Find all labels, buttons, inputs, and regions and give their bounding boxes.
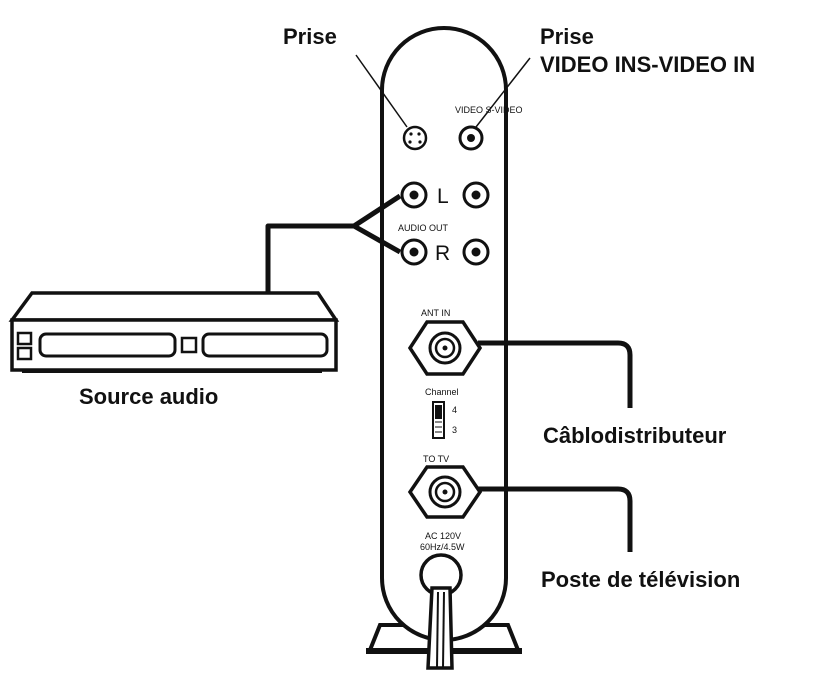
leader-lines — [355, 54, 531, 128]
cables — [265, 193, 633, 552]
label-television: Poste de télévision — [541, 567, 740, 592]
channel-3-label: 3 — [452, 425, 457, 435]
audio-left-jacks — [400, 181, 490, 209]
label-prise-right: Prise — [540, 24, 594, 49]
audio-right-letter: R — [435, 242, 450, 265]
audio-out-label: AUDIO OUT — [398, 223, 449, 233]
component-top — [8, 291, 340, 322]
disc-tray-left — [38, 332, 177, 358]
audio-cable-left — [352, 193, 402, 229]
power-label-line2: 60Hz/4.5W — [420, 542, 465, 552]
s-video-jack — [402, 125, 428, 151]
center-button — [180, 336, 198, 354]
audio-source-component — [8, 291, 340, 373]
label-video-in: VIDEO INS-VIDEO IN — [540, 52, 755, 77]
label-audio-source: Source audio — [79, 384, 218, 409]
channel-switch — [432, 401, 445, 439]
disc-tray-right — [201, 332, 329, 358]
audio-right-jacks — [400, 238, 490, 266]
power-label-line1: AC 120V — [425, 531, 461, 541]
label-prise-left: Prise — [283, 24, 337, 49]
tv-cable — [478, 486, 633, 552]
channel-4-label: 4 — [452, 405, 457, 415]
transmitter-unit: VIDEO S-VIDEO L AUDIO OUT R ANT IN Chann… — [366, 26, 523, 670]
to-tv-label: TO TV — [423, 454, 449, 464]
audio-cable-right — [352, 223, 402, 255]
antenna-cable — [478, 340, 633, 408]
channel-label: Channel — [425, 387, 459, 397]
component-feet — [22, 369, 322, 373]
to-tv-connector — [407, 465, 483, 519]
audio-cable — [265, 223, 354, 293]
label-cable-provider: Câblodistributeur — [543, 423, 727, 448]
video-jack — [458, 125, 484, 151]
audio-left-letter: L — [437, 185, 449, 208]
ant-in-connector — [407, 320, 483, 376]
ant-in-label: ANT IN — [421, 308, 450, 318]
power-cord — [419, 553, 463, 670]
